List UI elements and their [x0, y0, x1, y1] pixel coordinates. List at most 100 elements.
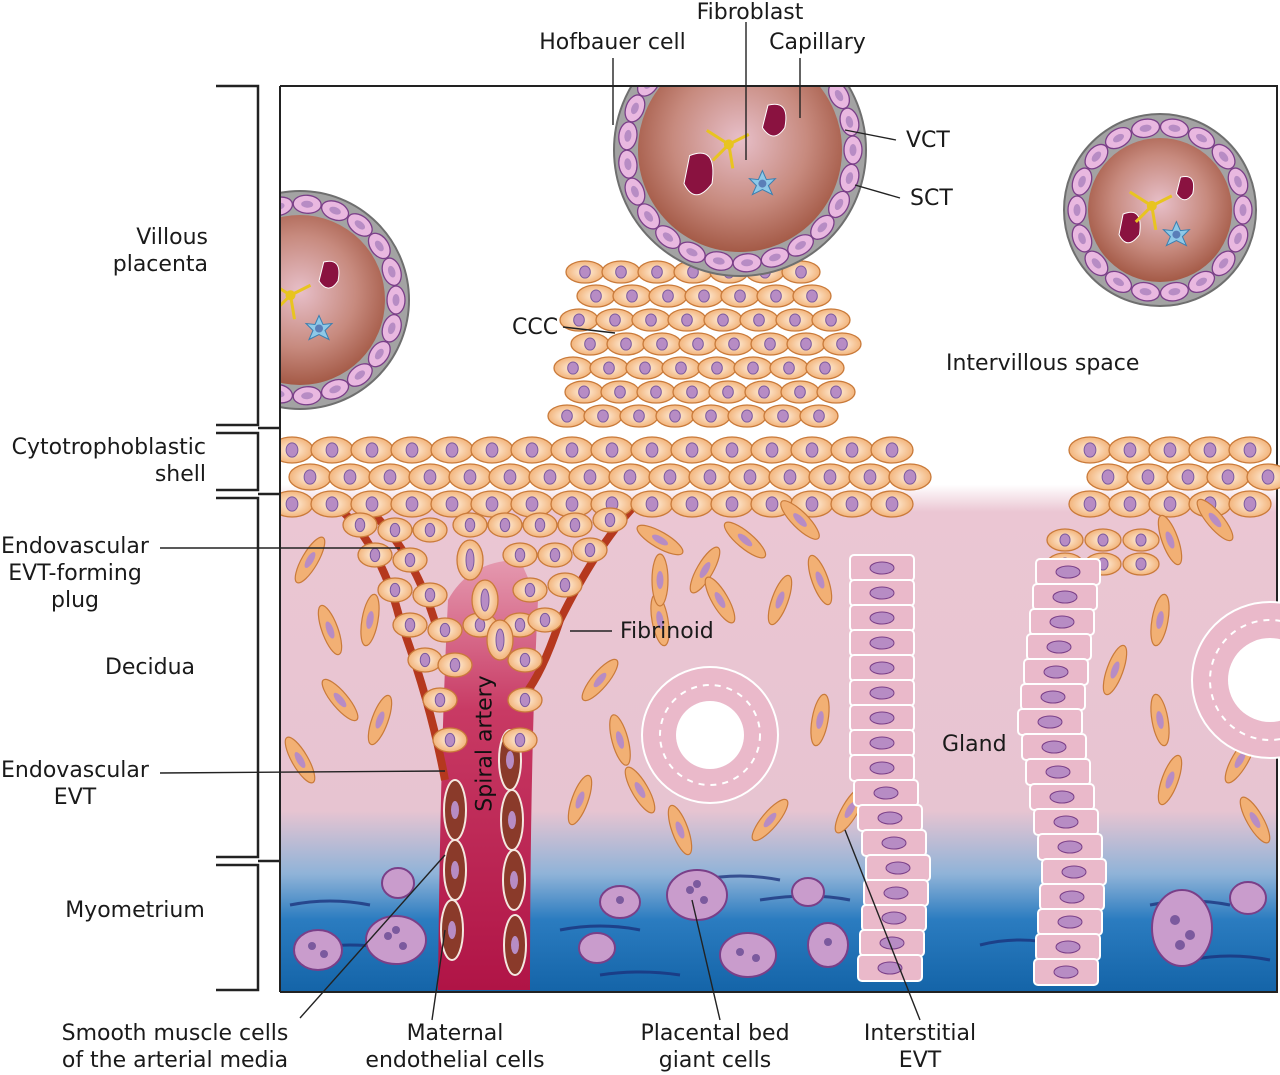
trophoblast-cell	[648, 463, 692, 491]
trophoblast-cell	[432, 727, 468, 753]
evt-cell	[1150, 693, 1170, 747]
trophoblast-cell	[595, 308, 635, 332]
region-myometrium: Myometrium	[65, 898, 205, 923]
gland-cell	[865, 854, 931, 882]
trophoblast-cell	[601, 260, 641, 284]
trophoblast-cell	[270, 490, 314, 518]
trophoblast-cell	[763, 404, 803, 428]
gland-cell	[849, 679, 915, 707]
trophoblast-cell	[888, 463, 932, 491]
trophoblast-cell	[368, 463, 412, 491]
trophoblast-cell	[606, 332, 646, 356]
trophoblast-cell	[412, 517, 448, 543]
trophoblast-cell	[565, 260, 605, 284]
trophoblast-cell	[667, 308, 707, 332]
trophoblast-cell	[553, 356, 593, 380]
region-decidua: Decidua	[104, 655, 196, 680]
evt-cell	[1102, 644, 1128, 696]
evt-cell	[650, 593, 670, 647]
trophoblast-cell	[502, 542, 538, 568]
gland-cell	[849, 729, 915, 757]
trophoblast-cell	[727, 404, 767, 428]
trophoblast-cell	[1126, 463, 1170, 491]
gland-cell	[1035, 558, 1101, 586]
evt-cell	[360, 593, 380, 647]
trophoblast-cell	[710, 436, 754, 464]
evt-cell	[807, 554, 833, 606]
label-vct: VCT	[906, 128, 950, 153]
hofbauer-cell	[748, 169, 777, 196]
label-fibroblast: Fibroblast	[696, 0, 804, 25]
trophoblast-cell	[550, 436, 594, 464]
trophoblast-cell	[486, 619, 514, 661]
trophoblast-cell	[769, 356, 809, 380]
hofbauer-cell	[304, 314, 334, 341]
trophoblast-cell	[270, 436, 314, 464]
evt-cell	[636, 524, 684, 556]
trophoblast-cell	[576, 284, 616, 308]
trophoblast-cell	[310, 436, 354, 464]
trophoblast-cell	[684, 284, 724, 308]
trophoblast-cell	[1068, 490, 1112, 518]
trophoblast-cell	[1122, 552, 1160, 576]
trophoblast-cell	[392, 547, 428, 573]
trophoblast-cell	[612, 284, 652, 308]
trophoblast-cell	[811, 308, 851, 332]
evt-cell	[1150, 593, 1170, 647]
trophoblast-cell	[733, 356, 773, 380]
gland-cell	[1023, 658, 1089, 686]
trophoblast-cell	[510, 490, 554, 518]
trophoblast-cell	[557, 512, 593, 538]
label-spiral-artery: Spiral artery	[472, 675, 498, 812]
gland-cell	[1037, 908, 1103, 936]
gland-cell	[861, 829, 927, 857]
trophoblast-cell	[781, 260, 821, 284]
trophoblast-cell	[808, 463, 852, 491]
trophoblast-cell	[488, 463, 532, 491]
gland-cell	[857, 954, 923, 982]
trophoblast-cell	[786, 332, 826, 356]
trophoblast-cell	[608, 463, 652, 491]
evt-cell	[651, 553, 669, 607]
trophoblast-cell	[1084, 528, 1122, 552]
trophoblast-cell	[631, 308, 671, 332]
label-sct: SCT	[910, 186, 953, 211]
trophoblast-cell	[822, 332, 862, 356]
evt-cell	[624, 766, 656, 814]
gland-cell	[849, 629, 915, 657]
evt-cell	[1157, 754, 1183, 806]
evt-cell	[767, 574, 793, 626]
trophoblast-cell	[430, 436, 474, 464]
trophoblast-cell	[487, 512, 523, 538]
trophoblast-cell	[407, 647, 443, 673]
trophoblast-cell	[547, 404, 587, 428]
trophoblast-cell	[768, 463, 812, 491]
trophoblast-cell	[528, 463, 572, 491]
leader-lines	[159, 22, 921, 1021]
trophoblast-cell	[1206, 463, 1250, 491]
trophoblast-cell	[756, 284, 796, 308]
trophoblast-cell	[568, 463, 612, 491]
trophoblast-cell	[750, 332, 790, 356]
label-hofbauer-cell: Hofbauer cell	[539, 30, 686, 55]
gland-cell	[1025, 758, 1091, 786]
trophoblast-cell	[710, 490, 754, 518]
trophoblast-cell	[471, 579, 499, 621]
trophoblast-cell	[1068, 436, 1112, 464]
trophoblast-cell	[377, 577, 413, 603]
trophoblast-cell	[792, 284, 832, 308]
trophoblast-cell	[592, 507, 628, 533]
trophoblast-cell	[512, 577, 548, 603]
trophoblast-cell	[1148, 436, 1192, 464]
trophoblast-cell	[570, 332, 610, 356]
evt-cell	[810, 693, 830, 747]
gland-cell	[849, 654, 915, 682]
gland-cell	[849, 579, 915, 607]
gland-cell	[1032, 583, 1098, 611]
trophoblast-cell	[550, 490, 594, 518]
trophoblast-cell	[590, 436, 634, 464]
